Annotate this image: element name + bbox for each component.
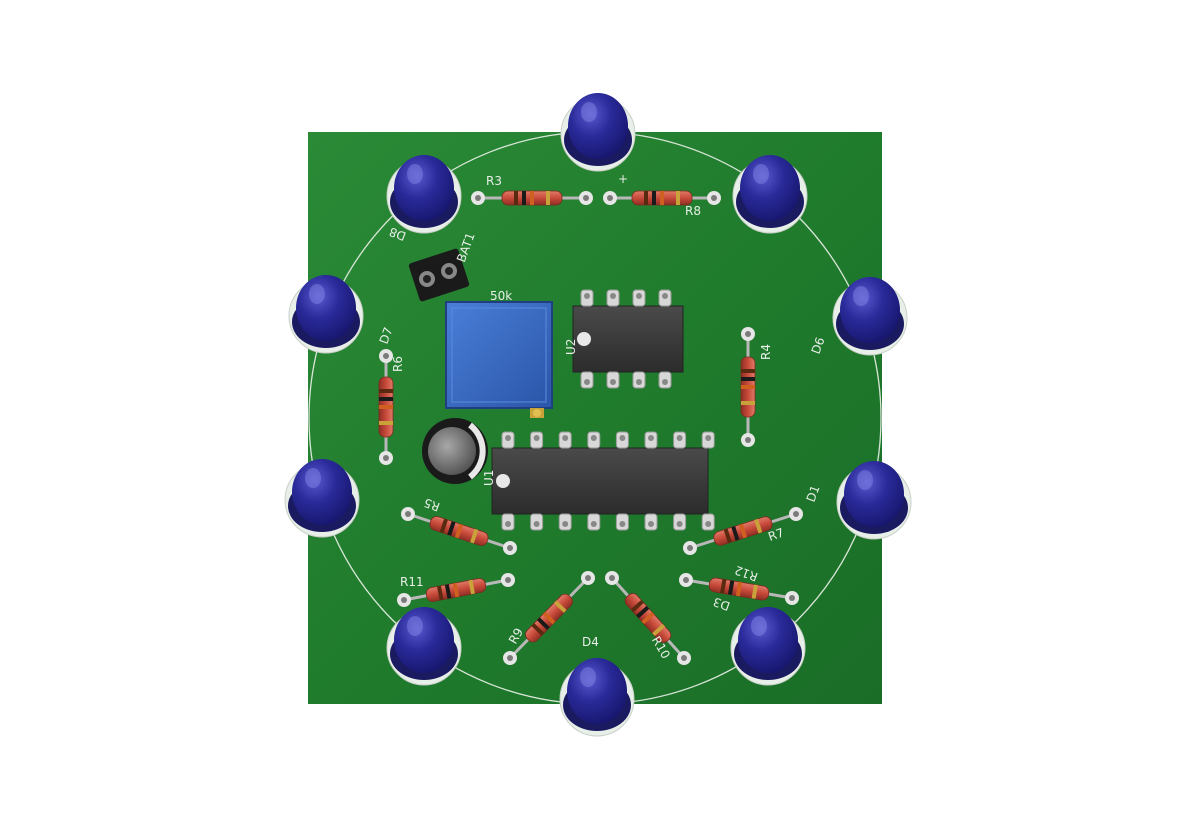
led-label-d8: D8: [387, 224, 408, 243]
led-label-d3: D3: [711, 594, 732, 613]
resistor-r6[interactable]: [378, 349, 394, 465]
ic-u1-pin-hole: [648, 435, 654, 441]
resistor-label-r4: R4: [759, 344, 773, 360]
led-10[interactable]: [386, 155, 462, 234]
resistor-label-r3: R3: [486, 174, 502, 188]
ic-u1-pin-hole: [705, 435, 712, 441]
ic-u1-pin-hole: [505, 435, 511, 441]
resistor-r3[interactable]: [471, 190, 593, 206]
ic-u1-pin-hole: [562, 435, 569, 441]
led-1[interactable]: [560, 93, 636, 172]
ic-u2-pin-hole: [636, 379, 642, 385]
ic-u2-pin-hole: [662, 293, 668, 299]
led-5[interactable]: [730, 607, 806, 686]
ic-u1-pin-hole: [705, 521, 712, 527]
resistor-label-r7: R7: [766, 525, 786, 544]
ic-u1-pin-hole: [533, 521, 540, 527]
resistor-r8[interactable]: [603, 190, 721, 206]
ic-u1-pin-hole: [619, 435, 626, 441]
ic-u1-pin-hole: [619, 521, 626, 527]
resistor-label-r11: R11: [400, 575, 424, 589]
ic-u1-pin-hole: [648, 521, 654, 527]
ic-pins: [501, 289, 715, 531]
resistor-r9[interactable]: [503, 571, 595, 665]
resistors: [378, 190, 803, 665]
led-label-d6: D6: [809, 335, 828, 356]
trimmer-potentiometer[interactable]: [445, 301, 553, 418]
ic-u1[interactable]: [491, 447, 709, 515]
led-label-d7: D7: [377, 325, 396, 346]
resistor-r5[interactable]: [401, 507, 517, 555]
led-9[interactable]: [288, 275, 364, 354]
resistor-label-r5: R5: [422, 495, 442, 514]
ic-u1-pin-hole: [590, 435, 597, 441]
resistor-r12[interactable]: [679, 573, 799, 605]
ic-u2-pin-hole: [584, 293, 590, 299]
led-label-d1: D1: [804, 483, 823, 504]
potentiometer-label: 50k: [490, 289, 512, 303]
resistor-r11[interactable]: [397, 573, 515, 607]
resistor-r10[interactable]: [605, 571, 691, 665]
ic-u1-pin-hole: [533, 435, 540, 441]
ic-u1-pin-hole: [676, 435, 683, 441]
capacitor[interactable]: [422, 418, 488, 484]
resistor-label-r6: R6: [391, 356, 405, 372]
ic-u2-pin-hole: [610, 293, 616, 299]
ic-u1-pin-hole: [590, 521, 597, 527]
ic-u1-pin-hole: [562, 521, 569, 527]
led-2[interactable]: [732, 155, 808, 234]
led-label-d4: D4: [582, 635, 599, 649]
resistor-label-r9: R9: [506, 626, 526, 647]
ic-u2[interactable]: [572, 305, 684, 373]
led-8[interactable]: [284, 459, 360, 538]
leds: [284, 93, 912, 737]
ic-u2-pin-hole: [584, 379, 590, 385]
led-6[interactable]: [559, 658, 635, 737]
resistor-r7[interactable]: [683, 507, 803, 555]
polarity-mark: +: [618, 172, 628, 186]
resistor-r4[interactable]: [740, 327, 756, 447]
ic-u2-label: U2: [564, 339, 578, 355]
ic-u1-label: U1: [482, 470, 496, 486]
ic-u1-pin-hole: [676, 521, 683, 527]
resistor-label-r8: R8: [685, 204, 701, 218]
ic-u2-pin-hole: [610, 379, 616, 385]
ic-u1-pin-hole: [505, 521, 511, 527]
led-3[interactable]: [832, 277, 908, 356]
led-4[interactable]: [836, 461, 912, 540]
led-7[interactable]: [386, 607, 462, 686]
ic-u2-pin-hole: [662, 379, 668, 385]
battery-connector[interactable]: [408, 248, 470, 302]
ic-u2-pin-hole: [636, 293, 642, 299]
